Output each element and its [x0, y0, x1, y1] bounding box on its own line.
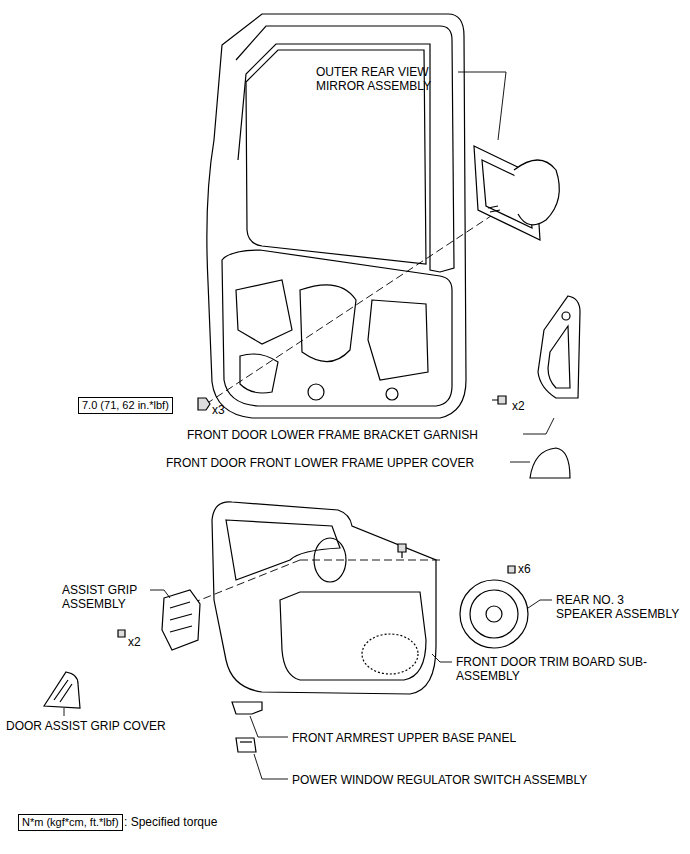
- quantity: x3: [212, 403, 225, 417]
- screw: [398, 544, 406, 558]
- bolt: [198, 398, 210, 410]
- screw: [508, 566, 515, 573]
- quantity: x6: [518, 562, 531, 576]
- part-name: FRONT DOOR FRONT LOWER FRAME UPPER COVER: [166, 456, 474, 470]
- part-name: FRONT DOOR TRIM BOARD SUB-ASSEMBLY: [456, 655, 656, 683]
- trim-board-pocket: [280, 592, 426, 680]
- install-line: [170, 560, 440, 612]
- part-name: DOOR ASSIST GRIP COVER: [6, 719, 166, 733]
- part-name: FRONT ARMREST UPPER BASE PANEL: [292, 731, 516, 745]
- window-frame: [236, 26, 454, 272]
- speaker-cap: [486, 606, 502, 622]
- legend-text: : Specified torque: [124, 815, 217, 829]
- upper-cover: [530, 448, 570, 478]
- torque-value: 7.0 (71, 62 in.*lbf): [82, 399, 169, 412]
- mirror-housing: [514, 160, 559, 225]
- panel-hole: [368, 300, 428, 380]
- panel-hole: [308, 384, 324, 400]
- install-line: [206, 214, 494, 404]
- part-name: REAR NO. 3 SPEAKER ASSEMBLY: [556, 593, 682, 621]
- speaker: [460, 580, 528, 648]
- assist-grip-detail: [170, 602, 192, 632]
- panel-hole: [236, 280, 292, 344]
- window-switch: [236, 738, 256, 752]
- quantity: x2: [512, 399, 525, 413]
- part-name: ASSIST GRIP ASSEMBLY: [62, 583, 150, 611]
- mirror-stud: [488, 206, 500, 212]
- inner-panel: [222, 250, 452, 406]
- speaker-cone: [470, 590, 518, 638]
- clip: [562, 312, 570, 320]
- window-switch-detail: [240, 741, 252, 742]
- trim-board: [212, 502, 436, 694]
- part-name: OUTER REAR VIEW MIRROR ASSEMBLY: [316, 65, 441, 93]
- part-name: FRONT DOOR LOWER FRAME BRACKET GARNISH: [187, 428, 478, 442]
- quantity: x2: [128, 635, 141, 649]
- assist-grip: [162, 590, 200, 650]
- torque-value: N*m (kgf*cm, ft.*lbf): [22, 816, 119, 829]
- torque-box: 7.0 (71, 62 in.*lbf): [78, 397, 173, 414]
- part-name: POWER WINDOW REGULATOR SWITCH ASSEMBLY: [292, 773, 587, 787]
- screw: [118, 630, 125, 637]
- panel-hole: [386, 388, 398, 400]
- armrest-panel: [232, 702, 262, 714]
- bracket-garnish: [538, 296, 580, 398]
- speaker-grille: [362, 634, 418, 674]
- screw: [492, 396, 506, 404]
- grip-cover-detail: [54, 680, 72, 702]
- grip-cover: [44, 672, 80, 708]
- trim-board-inner: [226, 520, 340, 580]
- door-shell: [207, 14, 466, 418]
- torque-legend-box: N*m (kgf*cm, ft.*lbf): [18, 814, 123, 831]
- bracket-garnish-inner: [548, 326, 570, 388]
